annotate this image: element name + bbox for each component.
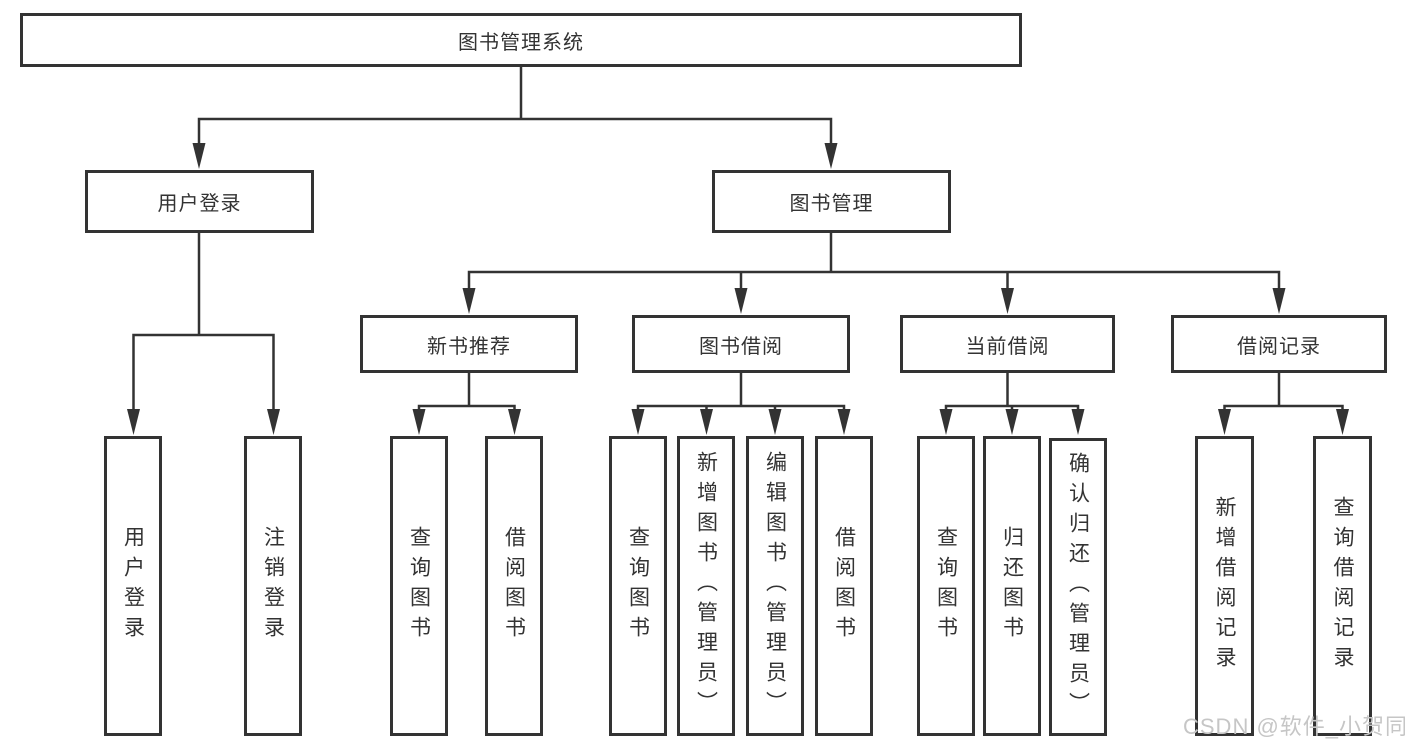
node-leaf-logout: 注销登录 [244,436,302,736]
node-user-login: 用户登录 [85,170,314,233]
node-current-borrowing: 当前借阅 [900,315,1115,373]
node-new-book-recommendation: 新书推荐 [360,315,578,373]
node-leaf-cb-query-book: 查询图书 [917,436,975,736]
node-leaf-nbr-borrow-book: 借阅图书 [485,436,543,736]
node-leaf-cb-return-book: 归还图书 [983,436,1041,736]
node-leaf-br-query-record: 查询借阅记录 [1313,436,1372,736]
node-book-borrowing: 图书借阅 [632,315,850,373]
node-leaf-cb-confirm-return-admin: 确认归还（管理员） [1049,438,1107,736]
node-leaf-user-login: 用户登录 [104,436,162,736]
node-library-system: 图书管理系统 [20,13,1022,67]
node-leaf-bb-add-book-admin: 新增图书（管理员） [677,436,735,736]
node-book-management: 图书管理 [712,170,951,233]
node-borrowing-records: 借阅记录 [1171,315,1387,373]
node-leaf-bb-query-book: 查询图书 [609,436,667,736]
watermark: CSDN @软件_小贺同学 [1183,714,1405,739]
node-leaf-br-add-record: 新增借阅记录 [1195,436,1254,736]
node-leaf-bb-edit-book-admin: 编辑图书（管理员） [746,436,804,736]
node-leaf-bb-borrow-book: 借阅图书 [815,436,873,736]
node-leaf-nbr-query-book: 查询图书 [390,436,448,736]
